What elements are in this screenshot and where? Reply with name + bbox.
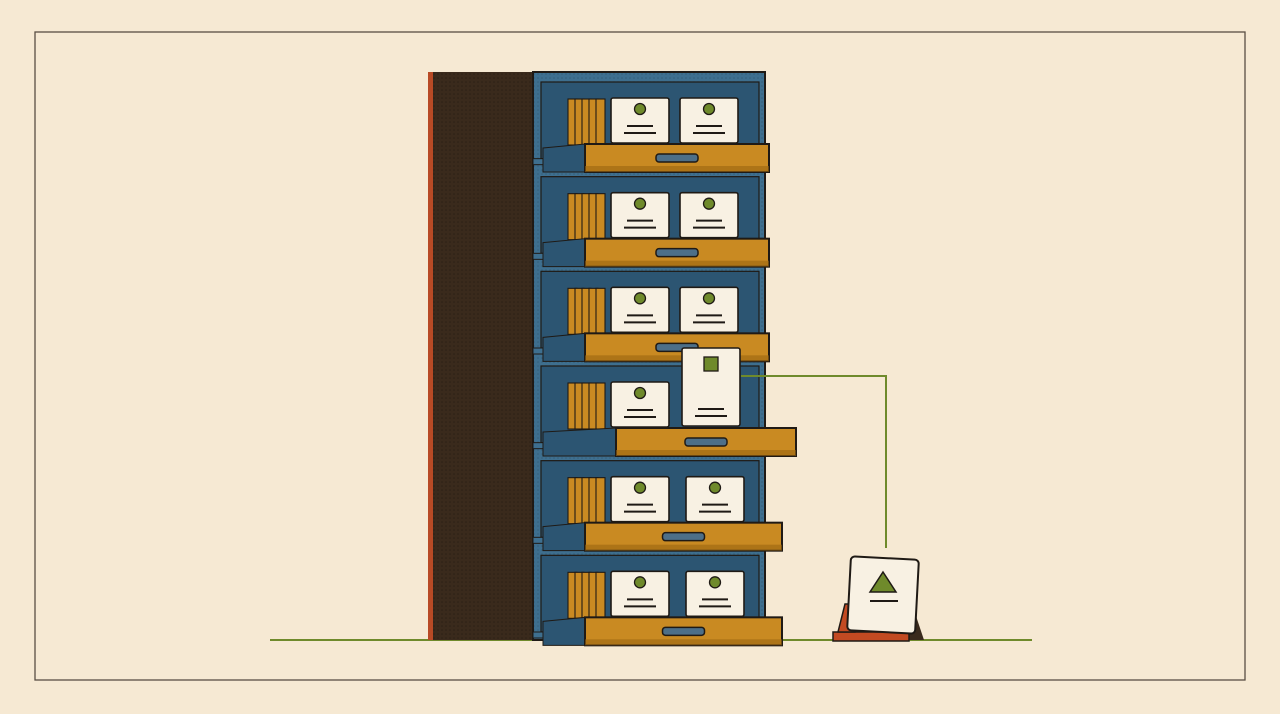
drawer-compartment [532, 460, 783, 552]
index-card [610, 97, 670, 144]
drawers [532, 81, 797, 647]
drawer-side [542, 427, 617, 457]
index-card [610, 381, 670, 428]
index-card [610, 286, 670, 334]
drawer-handle [661, 531, 706, 542]
index-card [685, 475, 745, 523]
index-card [679, 286, 739, 334]
person-dot-icon [633, 386, 647, 400]
drawer-side [542, 143, 586, 173]
card-stack-edge [595, 193, 606, 241]
card-face [610, 475, 670, 523]
drawer-shadow [585, 544, 782, 551]
card-stack-edge [595, 477, 606, 525]
drawer-shadow [585, 260, 769, 267]
drawer-shadow [585, 355, 769, 362]
card-stack-edge [595, 98, 606, 146]
drawer-handle [661, 626, 706, 637]
drawer-handle [655, 153, 699, 163]
drawer-compartment [532, 270, 770, 363]
card-stack-edge [595, 571, 606, 619]
person-dot-icon [708, 481, 722, 494]
person-dot-icon [633, 102, 647, 116]
card-stack-edge [595, 382, 606, 430]
connector-path [741, 375, 887, 548]
index-card [610, 475, 670, 523]
filing-cabinet [428, 71, 797, 647]
drawer-compartment [532, 81, 770, 173]
index-card [681, 347, 741, 427]
index-card [685, 570, 745, 618]
card-face [681, 347, 741, 427]
drawer-compartment [532, 554, 783, 647]
person-dot-icon [633, 292, 647, 305]
person-dot-icon [633, 481, 647, 494]
person-dot-icon [633, 576, 647, 589]
drawer-compartment [532, 347, 797, 457]
person-dot-icon [633, 197, 647, 210]
person-dot-icon [702, 292, 716, 305]
drawer-shadow [585, 166, 769, 172]
frame-border [34, 31, 1246, 681]
person-dot-icon [708, 576, 722, 589]
drawer-side [542, 238, 586, 268]
index-card [610, 191, 670, 239]
index-card [679, 97, 739, 144]
drawer-handle [684, 437, 728, 447]
card-standee [832, 555, 924, 642]
card-stack-edge [595, 287, 606, 335]
cabinet-side-texture [433, 72, 533, 640]
connector-line [741, 375, 887, 548]
drawer-side [542, 616, 586, 646]
index-card [679, 191, 739, 239]
drawer-side [542, 332, 586, 362]
drawer-handle [655, 247, 699, 258]
drawer-shadow [585, 639, 782, 646]
drawer-shadow [616, 450, 796, 456]
card-face [685, 475, 745, 523]
drawer-side [542, 522, 586, 552]
triangle-icon [868, 570, 898, 593]
square-icon [703, 356, 719, 372]
drawer-compartment [532, 176, 770, 268]
person-dot-icon [702, 102, 716, 116]
person-dot-icon [702, 197, 716, 210]
standee-card [846, 555, 920, 635]
index-card [610, 570, 670, 618]
